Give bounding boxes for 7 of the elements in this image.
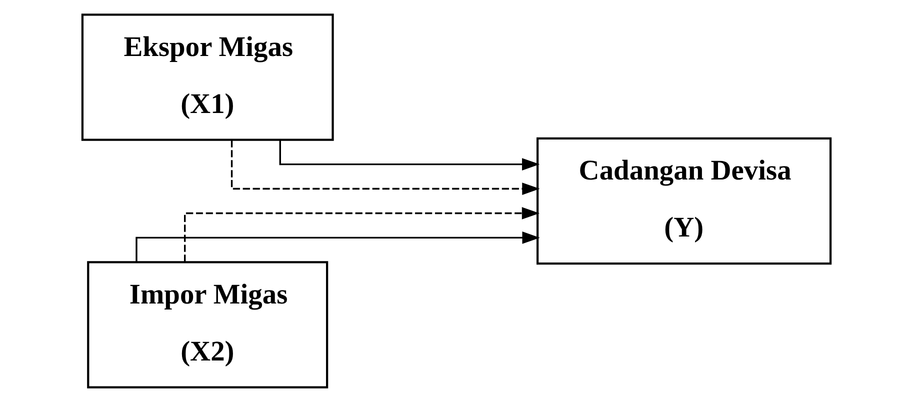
node-box: Ekspor Migas (X1) bbox=[80, 13, 334, 140]
node-box: Impor Migas (X2) bbox=[86, 260, 328, 388]
node-box: Cadangan Devisa (Y) bbox=[536, 136, 832, 264]
arrow bbox=[135, 231, 540, 262]
arrow bbox=[278, 140, 540, 170]
arrow bbox=[230, 140, 540, 194]
arrow bbox=[184, 206, 540, 262]
